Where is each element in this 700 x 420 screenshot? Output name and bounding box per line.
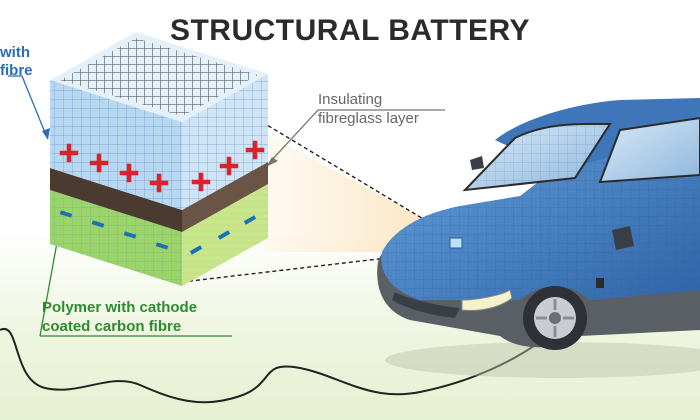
label-carbon-fibre: with fibre (0, 44, 33, 79)
plus-signs (59, 140, 265, 193)
zoom-beam (250, 125, 460, 252)
charging-port (596, 278, 604, 288)
car-illustration (377, 98, 700, 378)
zoom-line-bottom (181, 249, 456, 283)
minus-signs (59, 210, 257, 255)
charging-cable (0, 284, 606, 404)
label-insulating-fibreglass: Insulating fibreglass layer (318, 91, 419, 127)
label-polymer-cathode: Polymer with cathode coated carbon fibre (42, 299, 198, 335)
battery-block (50, 32, 268, 286)
zoom-line-top (261, 121, 456, 239)
zoom-source-marker (449, 237, 463, 249)
leader-top-left (8, 75, 47, 136)
diagram-title: STRUCTURAL BATTERY (169, 14, 531, 47)
leader-insulating (269, 109, 445, 163)
